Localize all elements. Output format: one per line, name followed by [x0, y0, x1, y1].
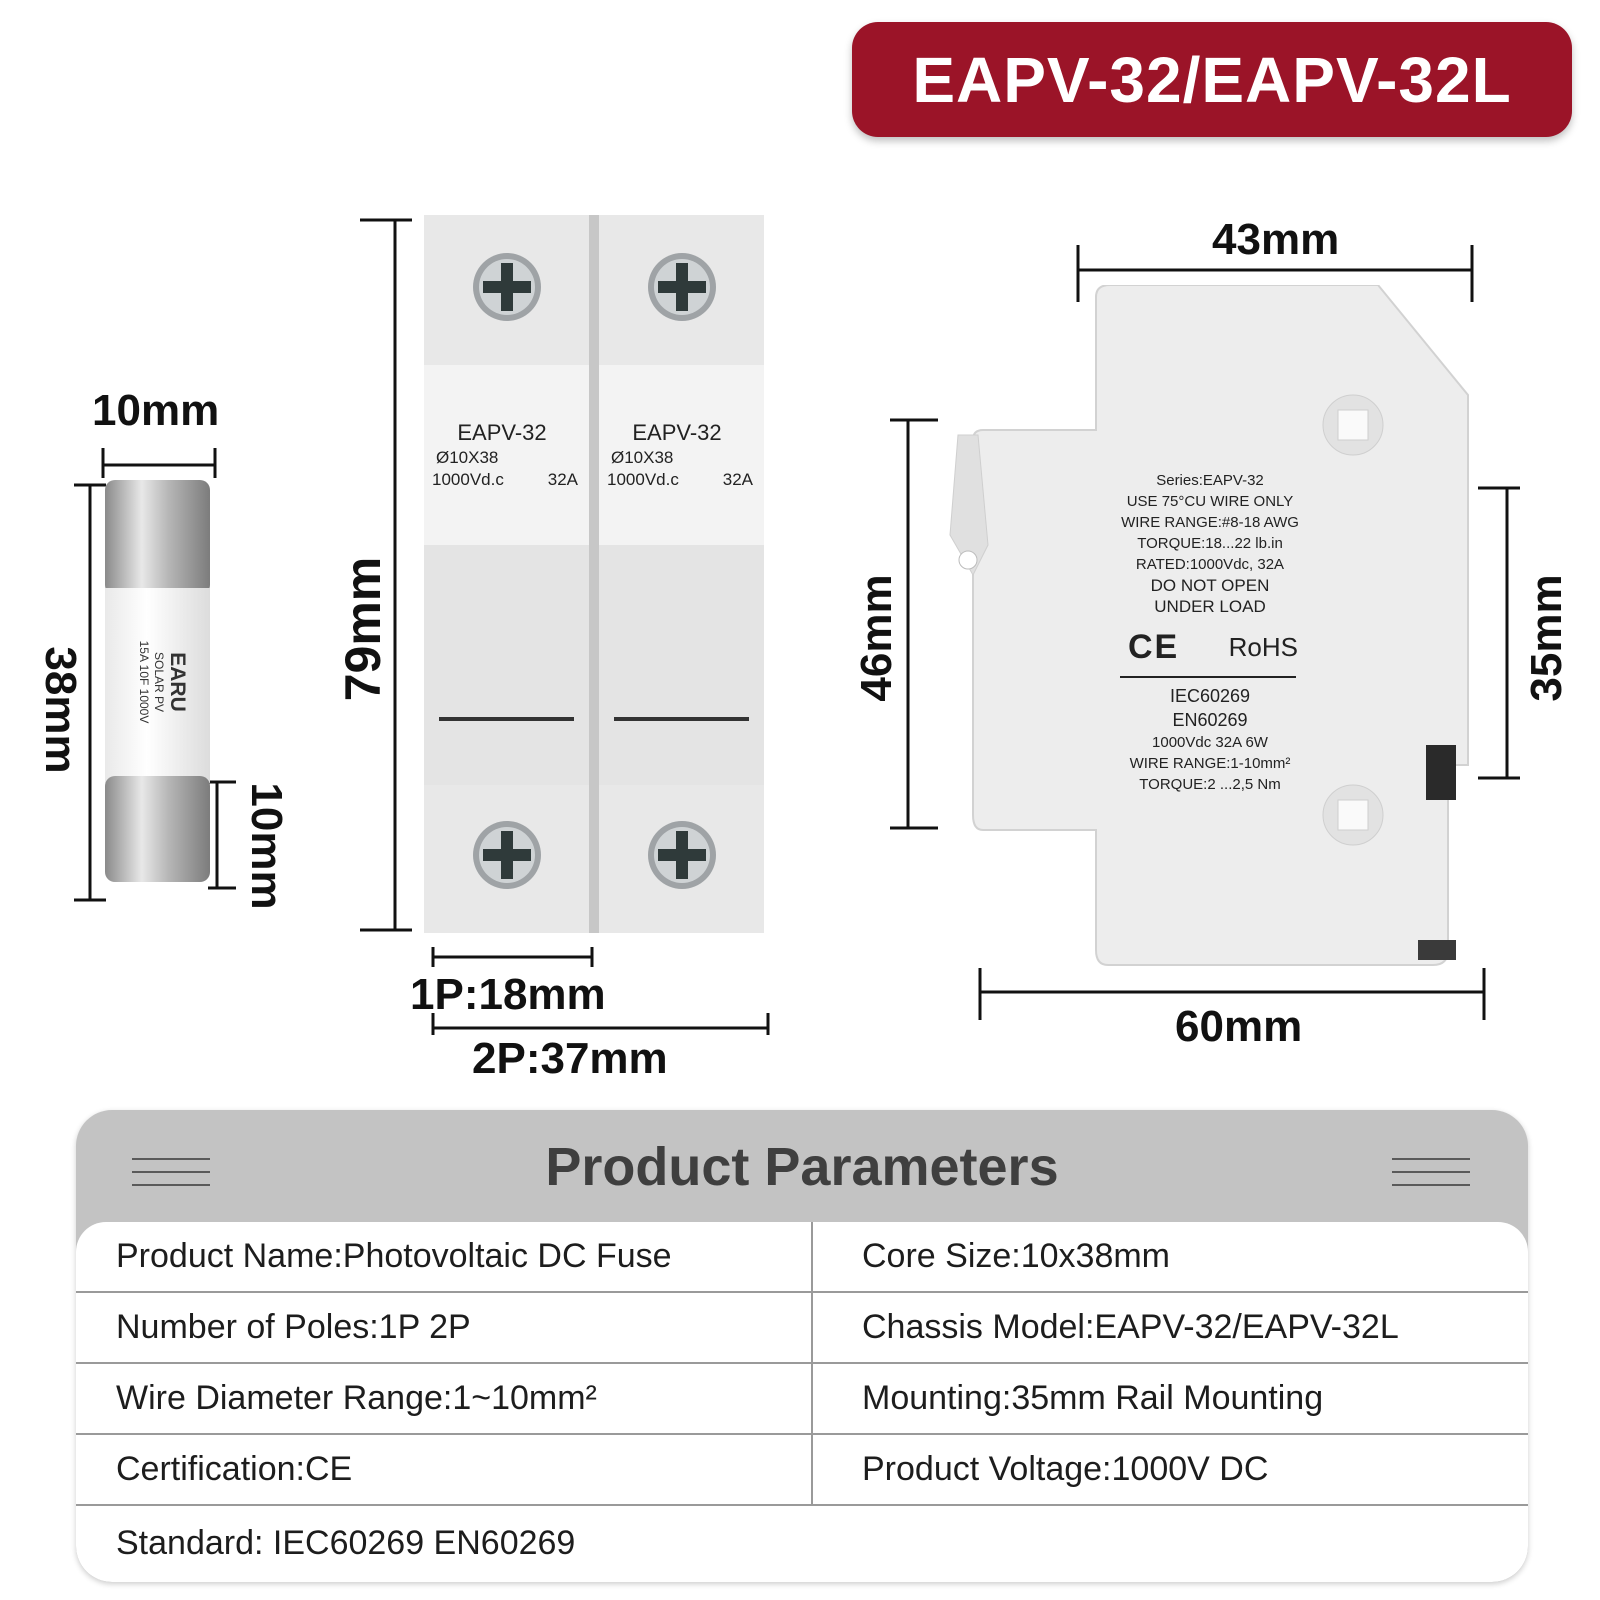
side-label-line: DO NOT OPEN: [1150, 576, 1270, 595]
table-row: Product Name:Photovoltaic DC Fuse Core S…: [76, 1222, 1528, 1293]
pole-left-model: EAPV-32: [457, 420, 547, 445]
side-label-line: 1000Vdc 32A 6W: [1152, 734, 1268, 751]
pole-left-voltage: 1000Vd.c: [432, 470, 504, 489]
table-cell: Product Name:Photovoltaic DC Fuse: [116, 1237, 672, 1275]
pole-left-shape: [424, 215, 589, 933]
side-top-dimension: 43mm: [1212, 215, 1340, 264]
fuse-brand: EARU: [166, 652, 189, 712]
table-cell: Mounting:35mm Rail Mounting: [862, 1379, 1324, 1417]
holder-side-body: [949, 285, 1469, 966]
pole-left-label: EAPV-32 Ø10X38 1000Vd.c 32A: [430, 420, 590, 490]
fuse-print: EARU SOLAR PV 15A 10F 1000V: [120, 608, 189, 756]
table-row: Standard: IEC60269 EN60269: [76, 1506, 1528, 1580]
table-cell: Wire Diameter Range:1~10mm²: [116, 1379, 597, 1417]
fuse-dimension-lines: [74, 448, 236, 902]
pole-right-label: EAPV-32 Ø10X38 1000Vd.c 32A: [605, 420, 765, 490]
ce-mark: CE: [1128, 628, 1180, 666]
table-cell: Certification:CE: [116, 1450, 353, 1488]
decor-lines-left: [132, 1158, 210, 1197]
holder-front-body: [424, 215, 764, 933]
side-label-line: USE 75°CU WIRE ONLY: [1126, 493, 1294, 510]
side-label-line: WIRE RANGE:#8-18 AWG: [1121, 514, 1299, 531]
side-right-dimension: 35mm: [1522, 574, 1571, 702]
certification-marks: CE RoHS: [1128, 628, 1298, 667]
table-row: Number of Poles:1P 2P Chassis Model:EAPV…: [76, 1293, 1528, 1364]
side-bottom-dimension: 60mm: [1175, 1002, 1303, 1051]
pole-right-voltage: 1000Vd.c: [607, 470, 679, 489]
table-cell: Chassis Model:EAPV-32/EAPV-32L: [862, 1308, 1399, 1346]
product-title: EAPV-32/EAPV-32L: [912, 43, 1512, 116]
product-parameters-panel: Product Parameters Product Name:Photovol…: [76, 1110, 1528, 1582]
pole-right-shape: [599, 215, 764, 933]
side-label-line: EN60269: [1172, 710, 1248, 730]
fuse-width-dimension: 10mm: [92, 386, 220, 435]
pole-right-model: EAPV-32: [632, 420, 722, 445]
table-cell: Product Voltage:1000V DC: [862, 1450, 1269, 1488]
parameters-table: Product Name:Photovoltaic DC Fuse Core S…: [76, 1222, 1528, 1582]
table-cell-standard: Standard: IEC60269 EN60269: [116, 1523, 576, 1562]
fuse-length-dimension: 38mm: [36, 646, 85, 774]
side-label-line: IEC60269: [1169, 686, 1251, 706]
table-cell: Core Size:10x38mm: [862, 1237, 1171, 1275]
pole-left-current: 32A: [547, 470, 578, 489]
side-label-line: WIRE RANGE:1-10mm²: [1129, 755, 1291, 772]
side-label-line: UNDER LOAD: [1154, 597, 1266, 616]
table-row: Wire Diameter Range:1~10mm² Mounting:35m…: [76, 1364, 1528, 1435]
fuse-print-line1: SOLAR PV: [152, 651, 166, 713]
rohs-mark: RoHS: [1228, 632, 1298, 662]
holder-side-dimension-lines: [890, 245, 1520, 1020]
parameters-header: Product Parameters: [76, 1110, 1528, 1222]
column-divider: [811, 1222, 813, 1506]
dimension-2p: 2P:37mm: [472, 1034, 668, 1083]
side-label-line: Series:EAPV-32: [1156, 472, 1264, 489]
pole-right-current: 32A: [722, 470, 753, 489]
holder-front-dimension-lines: [360, 218, 770, 1035]
dimension-1p: 1P:18mm: [410, 970, 606, 1019]
table-cell: Number of Poles:1P 2P: [116, 1308, 471, 1346]
holder-height-dimension: 79mm: [335, 556, 391, 702]
title-badge: EAPV-32/EAPV-32L: [852, 22, 1572, 137]
fuse-print-line2: 15A 10F 1000V: [137, 640, 151, 724]
fuse-cartridge: [105, 480, 210, 882]
fuse-cap-dimension: 10mm: [242, 782, 291, 910]
side-left-dimension: 46mm: [852, 574, 901, 702]
side-label-block-1: Series:EAPV-32 USE 75°CU WIRE ONLY WIRE …: [1110, 470, 1310, 617]
side-label-block-2: IEC60269 EN60269 1000Vdc 32A 6W WIRE RAN…: [1095, 684, 1325, 795]
decor-lines-right: [1392, 1158, 1470, 1197]
pole-left-spec: Ø10X38: [436, 448, 499, 467]
side-label-line: TORQUE:2 ...2,5 Nm: [1139, 776, 1281, 793]
parameters-heading: Product Parameters: [545, 1137, 1059, 1197]
side-label-line: TORQUE:18...22 lb.in: [1137, 535, 1283, 552]
pole-right-spec: Ø10X38: [611, 448, 674, 467]
table-row: Certification:CE Product Voltage:1000V D…: [76, 1435, 1528, 1506]
side-label-line: RATED:1000Vdc, 32A: [1135, 556, 1285, 573]
